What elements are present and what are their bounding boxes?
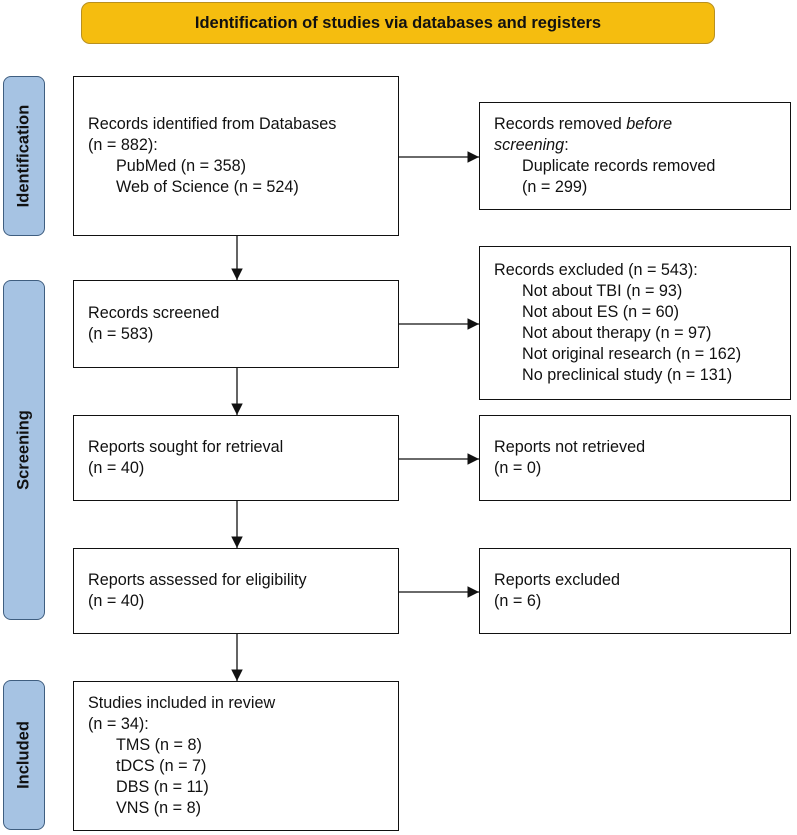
- removed-line2-suffix: :: [564, 136, 569, 154]
- identified-line2: (n = 882):: [88, 136, 158, 154]
- included-item: DBS (n = 11): [116, 778, 209, 796]
- sought-line2: (n = 40): [88, 459, 145, 477]
- removed-duplicates: Duplicate records removed: [522, 157, 716, 175]
- records-screened-box: Records screened (n = 583): [73, 280, 399, 368]
- reports-excluded-box: Reports excluded (n = 6): [479, 548, 791, 634]
- phase-screening: Screening: [3, 280, 45, 620]
- not-retrieved-line2: (n = 0): [494, 459, 542, 477]
- excluded-item: Not about ES (n = 60): [522, 303, 680, 321]
- phase-included: Included: [3, 680, 45, 830]
- not-retrieved-line1: Reports not retrieved: [494, 438, 646, 456]
- excluded-item: Not original research (n = 162): [522, 345, 742, 363]
- records-excluded-box: Records excluded (n = 543): Not about TB…: [479, 246, 791, 400]
- excluded-item: Not about therapy (n = 97): [522, 324, 712, 342]
- sought-line1: Reports sought for retrieval: [88, 438, 284, 456]
- reports-excluded-line1: Reports excluded: [494, 571, 620, 589]
- included-item: VNS (n = 8): [116, 799, 202, 817]
- excluded-item: Not about TBI (n = 93): [522, 282, 683, 300]
- records-removed-box: Records removed before screening: Duplic…: [479, 102, 791, 210]
- removed-duplicates-n: (n = 299): [522, 178, 588, 196]
- assessed-line2: (n = 40): [88, 592, 145, 610]
- screened-line1: Records screened: [88, 304, 220, 322]
- excluded-item: No preclinical study (n = 131): [522, 366, 733, 384]
- identified-line1: Records identified from Databases: [88, 115, 337, 133]
- reports-assessed-box: Reports assessed for eligibility (n = 40…: [73, 548, 399, 634]
- assessed-line1: Reports assessed for eligibility: [88, 571, 307, 589]
- included-line2: (n = 34):: [88, 715, 149, 733]
- records-identified-box: Records identified from Databases (n = 8…: [73, 76, 399, 236]
- reports-not-retrieved-box: Reports not retrieved (n = 0): [479, 415, 791, 501]
- identified-wos: Web of Science (n = 524): [116, 178, 299, 196]
- included-line1: Studies included in review: [88, 694, 276, 712]
- header-title: Identification of studies via databases …: [194, 13, 602, 32]
- phase-identification: Identification: [3, 76, 45, 236]
- excluded-line1: Records excluded (n = 543):: [494, 261, 698, 279]
- removed-line1-emphasis: before: [626, 115, 673, 133]
- reports-sought-box: Reports sought for retrieval (n = 40): [73, 415, 399, 501]
- identified-pubmed: PubMed (n = 358): [116, 157, 247, 175]
- screened-line2: (n = 583): [88, 325, 154, 343]
- reports-excluded-line2: (n = 6): [494, 592, 542, 610]
- included-item: TMS (n = 8): [116, 736, 202, 754]
- removed-line2: screening:: [494, 135, 776, 156]
- included-item: tDCS (n = 7): [116, 757, 207, 775]
- removed-line2-emphasis: screening: [494, 136, 565, 154]
- diagram-header: Identification of studies via databases …: [81, 2, 715, 44]
- studies-included-box: Studies included in review (n = 34): TMS…: [73, 681, 399, 831]
- removed-line1-prefix: Records removed: [494, 115, 627, 133]
- removed-line1: Records removed before: [494, 114, 776, 135]
